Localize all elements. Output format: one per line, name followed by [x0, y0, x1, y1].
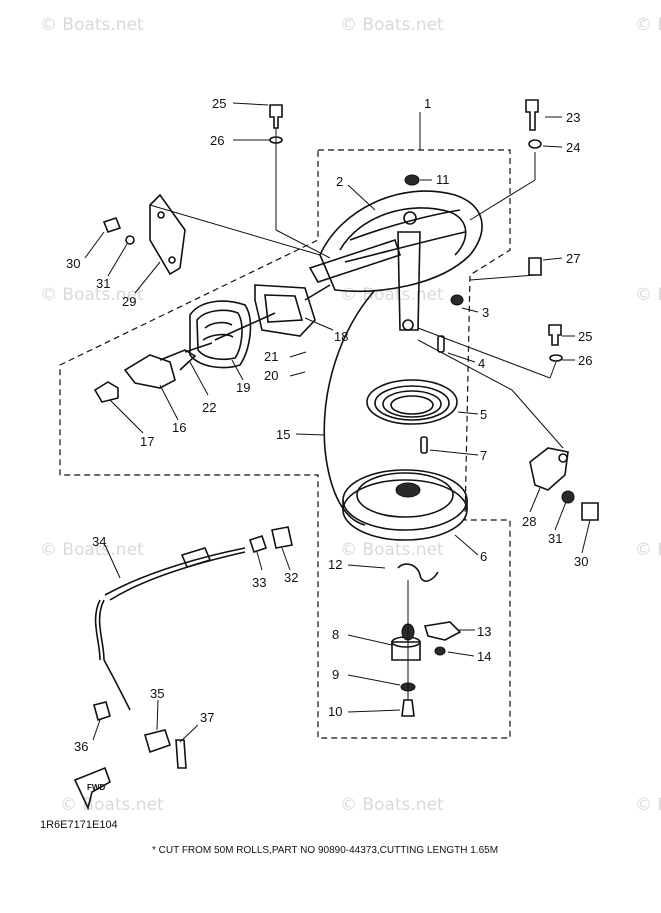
callout-31: 31: [96, 276, 110, 291]
starter-rope: [323, 289, 376, 526]
callout-1: 1: [424, 96, 431, 111]
bolt: [93, 701, 111, 722]
callout-31: 31: [548, 531, 562, 546]
watermark: © Boats.net: [635, 15, 661, 35]
diagram-code: 1R6E7171E104: [40, 819, 118, 831]
callout-7: 7: [480, 448, 487, 463]
callout-10: 10: [328, 704, 342, 719]
cable-joint: [248, 534, 268, 554]
cable-end: [271, 526, 293, 549]
footnote: * CUT FROM 50M ROLLS,PART NO 90890-44373…: [152, 845, 498, 856]
pin: [437, 335, 445, 353]
spiral-spring: [366, 379, 458, 425]
fwd-label: FWD: [87, 783, 105, 792]
pawl-spring: [397, 563, 439, 582]
pin: [420, 436, 428, 454]
callout-28: 28: [522, 514, 536, 529]
bolt: [401, 699, 415, 717]
callout-17: 17: [140, 434, 154, 449]
callout-25: 25: [578, 329, 592, 344]
bracket: [149, 193, 186, 276]
grommet: [450, 294, 464, 306]
callout-27: 27: [566, 251, 580, 266]
callout-32: 32: [284, 570, 298, 585]
callout-15: 15: [276, 427, 290, 442]
bolt: [525, 99, 539, 131]
watermark: © Boats.net: [635, 795, 661, 815]
callout-36: 36: [74, 739, 88, 754]
watermark-layer: © Boats.net © Boats.net © Boats.net © Bo…: [40, 15, 661, 815]
assembly-boundary: [59, 149, 511, 739]
callout-21: 21: [264, 349, 278, 364]
bolt: [581, 502, 599, 521]
starter-cable: [94, 547, 246, 711]
callout-2: 2: [336, 174, 343, 189]
callout-5: 5: [480, 407, 487, 422]
callout-9: 9: [332, 667, 339, 682]
bolt: [548, 324, 562, 346]
washer: [549, 354, 563, 362]
callout-12: 12: [328, 557, 342, 572]
callout-4: 4: [478, 356, 485, 371]
callout-11: 11: [436, 172, 450, 187]
callout-30: 30: [66, 256, 80, 271]
watermark: © Boats.net: [635, 540, 661, 560]
callout-3: 3: [482, 305, 489, 320]
callout-labels: 1 2 3 4 5 6 7 8 9 10 11 12 13 14 15 16 1…: [66, 96, 592, 754]
callout-33: 33: [252, 575, 266, 590]
callout-24: 24: [566, 140, 580, 155]
callout-34: 34: [92, 534, 106, 549]
callout-26: 26: [578, 353, 592, 368]
callout-8: 8: [332, 627, 339, 642]
leader-lines: [84, 102, 591, 743]
watermark: © Boats.net: [340, 15, 444, 35]
starter-lever: [123, 342, 213, 389]
callout-20: 20: [264, 368, 278, 383]
rope-guide: [214, 284, 331, 341]
callout-37: 37: [200, 710, 214, 725]
nut: [404, 174, 420, 186]
pin: [175, 739, 187, 769]
starter-handle: [189, 300, 252, 369]
washer: [125, 235, 135, 245]
watermark: © Boats.net: [40, 540, 144, 560]
callout-6: 6: [480, 549, 487, 564]
bracket: [529, 447, 569, 491]
watermark: © Boats.net: [635, 285, 661, 305]
watermark: © Boats.net: [340, 795, 444, 815]
watermark: © Boats.net: [340, 540, 444, 560]
callout-29: 29: [122, 294, 136, 309]
washer: [434, 646, 446, 656]
bolt: [102, 217, 122, 233]
callout-25: 25: [212, 96, 226, 111]
watermark: © Boats.net: [40, 285, 144, 305]
callout-26: 26: [210, 133, 224, 148]
bolt: [269, 104, 283, 129]
lever-stopper: [93, 381, 119, 403]
callout-22: 22: [202, 400, 216, 415]
watermark: © Boats.net: [40, 15, 144, 35]
drive-plate: [391, 623, 421, 661]
fwd-arrow: FWD: [73, 766, 111, 811]
starter-housing: [308, 190, 483, 331]
callout-16: 16: [172, 420, 186, 435]
collar: [528, 257, 542, 276]
callout-19: 19: [236, 380, 250, 395]
washer: [561, 490, 575, 504]
sheave-drum: [342, 469, 468, 541]
drive-pawl: [423, 621, 462, 641]
callout-30: 30: [574, 554, 588, 569]
callout-13: 13: [477, 624, 491, 639]
callout-23: 23: [566, 110, 580, 125]
callout-14: 14: [477, 649, 491, 664]
watermark: © Boats.net: [60, 795, 164, 815]
cable-holder: [143, 729, 172, 754]
washer: [528, 139, 542, 149]
callout-18: 18: [334, 329, 348, 344]
callout-35: 35: [150, 686, 164, 701]
